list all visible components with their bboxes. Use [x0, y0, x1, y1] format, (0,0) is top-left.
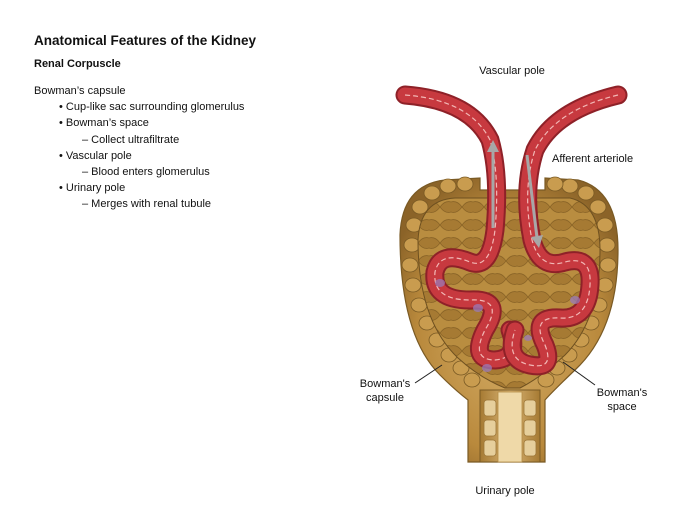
bullet-outline: Bowman’s capsule • Cup-like sac surroundi… [34, 83, 244, 213]
tubule-cell [483, 439, 497, 457]
capsule-leader-line [414, 364, 443, 384]
efferent-dash [404, 94, 514, 361]
label-bowmans-capsule: Bowman's capsule [359, 378, 411, 404]
label-afferent-arteriole: Afferent arteriole [552, 153, 634, 165]
rim-cell [596, 217, 614, 233]
blood-flow-arrows [487, 140, 543, 248]
outline-item: • Bowman’s space [59, 117, 149, 130]
rim-cell [439, 178, 457, 194]
outline-item: Bowman’s capsule [34, 85, 126, 97]
outline-item: – Merges with renal tubule [82, 198, 212, 211]
tubule-cell [523, 439, 537, 457]
rim-cell [599, 257, 617, 273]
rim-cell [423, 185, 441, 201]
outline-item: – Blood enters glomerulus [82, 166, 210, 179]
tubule-cell [483, 399, 497, 417]
page-title: Anatomical Features of the Kidney [34, 33, 257, 48]
tubule-lumen [497, 391, 523, 463]
rim-cell [410, 297, 428, 313]
label-urinary-pole: Urinary pole [475, 485, 535, 497]
outline-item: – Collect ultrafiltrate [82, 133, 180, 146]
efferent-arrowhead [487, 140, 499, 152]
glomerulus-vessels [395, 85, 628, 376]
afferent-dash [511, 94, 619, 367]
afferent-flow-arrow [525, 154, 539, 239]
rim-cell [456, 176, 474, 192]
label-bowmans-space: Bowman's space [596, 387, 648, 413]
outline-item: • Cup-like sac surrounding glomerulus [59, 101, 245, 114]
rim-cell [589, 199, 607, 215]
tubule-cell [523, 419, 537, 437]
rim-cell [404, 277, 422, 293]
rim-cell [598, 237, 616, 253]
rim-cell [411, 199, 429, 215]
tubule-cell [523, 399, 537, 417]
tubule-cells [483, 399, 537, 457]
outline-item: • Urinary pole [59, 182, 126, 195]
label-vascular-pole: Vascular pole [479, 65, 545, 77]
space-leader-line [562, 361, 596, 386]
afferent-arrowhead [531, 235, 543, 248]
rim-cell [577, 185, 595, 201]
rim-cell [561, 178, 579, 194]
rim-cell [401, 257, 419, 273]
section-subtitle: Renal Corpuscle [34, 58, 121, 70]
outline-item: • Vascular pole [59, 149, 132, 162]
podocytes [435, 279, 580, 372]
rim-cell [546, 176, 564, 192]
capsule-rim-cells [401, 176, 617, 388]
rim-cell [463, 372, 481, 388]
tubule-cell [483, 419, 497, 437]
